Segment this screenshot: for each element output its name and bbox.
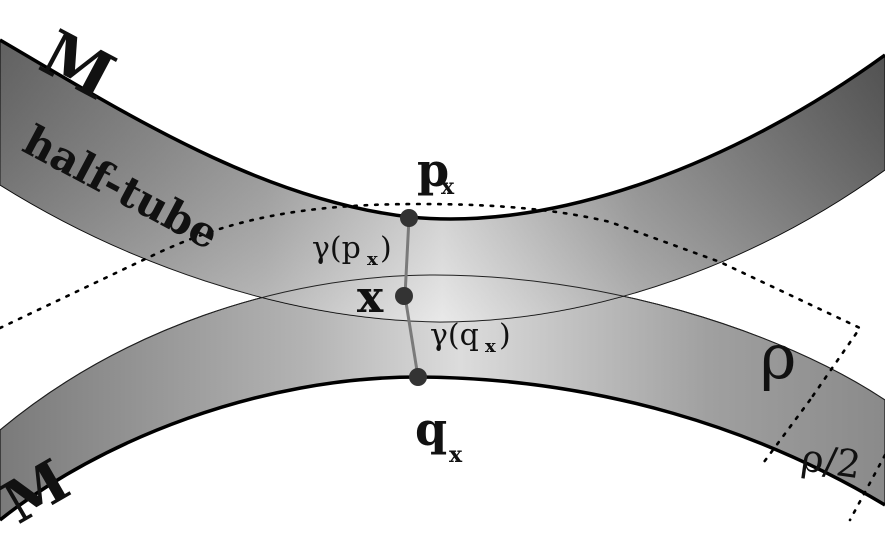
label-rho: ρ <box>760 320 796 393</box>
label-gamma-p-subscript: x <box>367 249 378 270</box>
label-gamma-q-subscript: x <box>485 336 496 357</box>
label-gamma-q-close: ) <box>499 318 511 353</box>
label-gamma-p-close: ) <box>380 231 392 266</box>
label-p-subscript: x <box>441 174 455 200</box>
dotted-rho-half-right <box>848 453 885 522</box>
point-p-x <box>400 209 418 227</box>
label-q-subscript: x <box>449 442 463 468</box>
bottom-band-inner-edge <box>0 274 885 431</box>
dotted-rho-half-left <box>762 398 812 464</box>
label-rho-half: ρ/2 <box>799 435 864 487</box>
label-q: q <box>415 402 447 456</box>
top-band-shade <box>0 40 885 322</box>
label-x: x <box>357 272 384 323</box>
point-x <box>395 287 413 305</box>
label-gamma-p: γ(p <box>312 231 361 266</box>
label-gamma-q: γ(q <box>430 318 479 353</box>
point-q-x <box>409 368 427 386</box>
dotted-tube-left <box>0 202 862 402</box>
label-p: p <box>417 143 449 197</box>
